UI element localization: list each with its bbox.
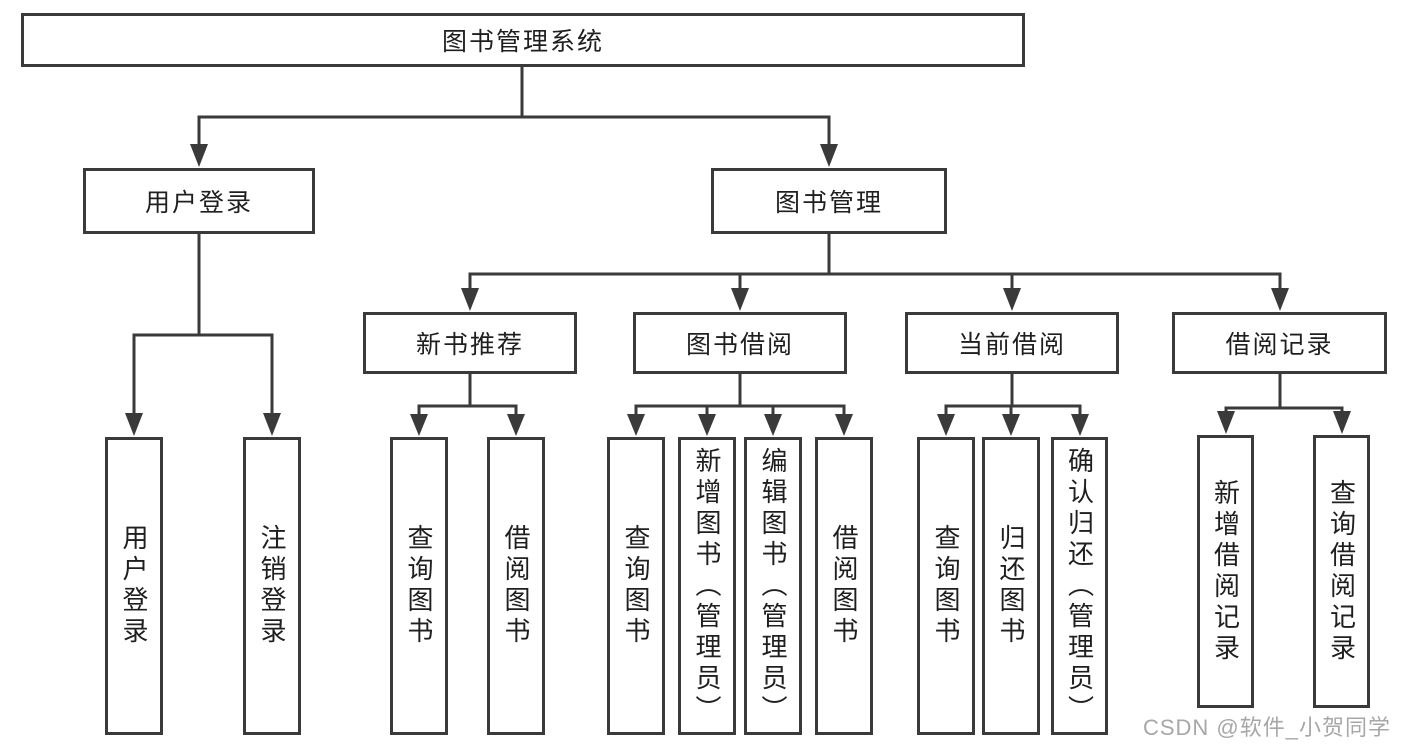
leaf-nb-borrow-books: 借阅图书 — [487, 437, 545, 735]
leaf-cb-return-books: 归还图书 — [982, 437, 1040, 735]
leaf-nb-query-books: 查询图书 — [390, 437, 448, 735]
node-root: 图书管理系统 — [21, 13, 1025, 67]
leaf-cb-confirm-return-admin: 确认归还（管理员） — [1051, 437, 1108, 735]
node-book-borrow: 图书借阅 — [633, 312, 847, 374]
leaf-cb-query-books: 查询图书 — [917, 437, 975, 735]
node-current-borrow: 当前借阅 — [905, 312, 1119, 374]
node-borrow-records: 借阅记录 — [1172, 312, 1387, 374]
node-book-management: 图书管理 — [711, 168, 947, 234]
node-new-book-recommend: 新书推荐 — [363, 312, 577, 374]
leaf-bb-edit-books-admin: 编辑图书（管理员） — [744, 437, 802, 735]
leaf-user-login: 用户登录 — [105, 437, 163, 735]
node-user-login: 用户登录 — [83, 168, 315, 234]
leaf-br-query-record: 查询借阅记录 — [1313, 435, 1370, 708]
leaf-bb-query-books: 查询图书 — [607, 437, 665, 735]
leaf-bb-add-books-admin: 新增图书（管理员） — [678, 437, 736, 735]
leaf-br-add-record: 新增借阅记录 — [1197, 435, 1254, 708]
csdn-watermark: CSDN @软件_小贺同学 — [1142, 715, 1391, 740]
leaf-logout: 注销登录 — [243, 437, 301, 735]
leaf-bb-borrow-books: 借阅图书 — [815, 437, 873, 735]
